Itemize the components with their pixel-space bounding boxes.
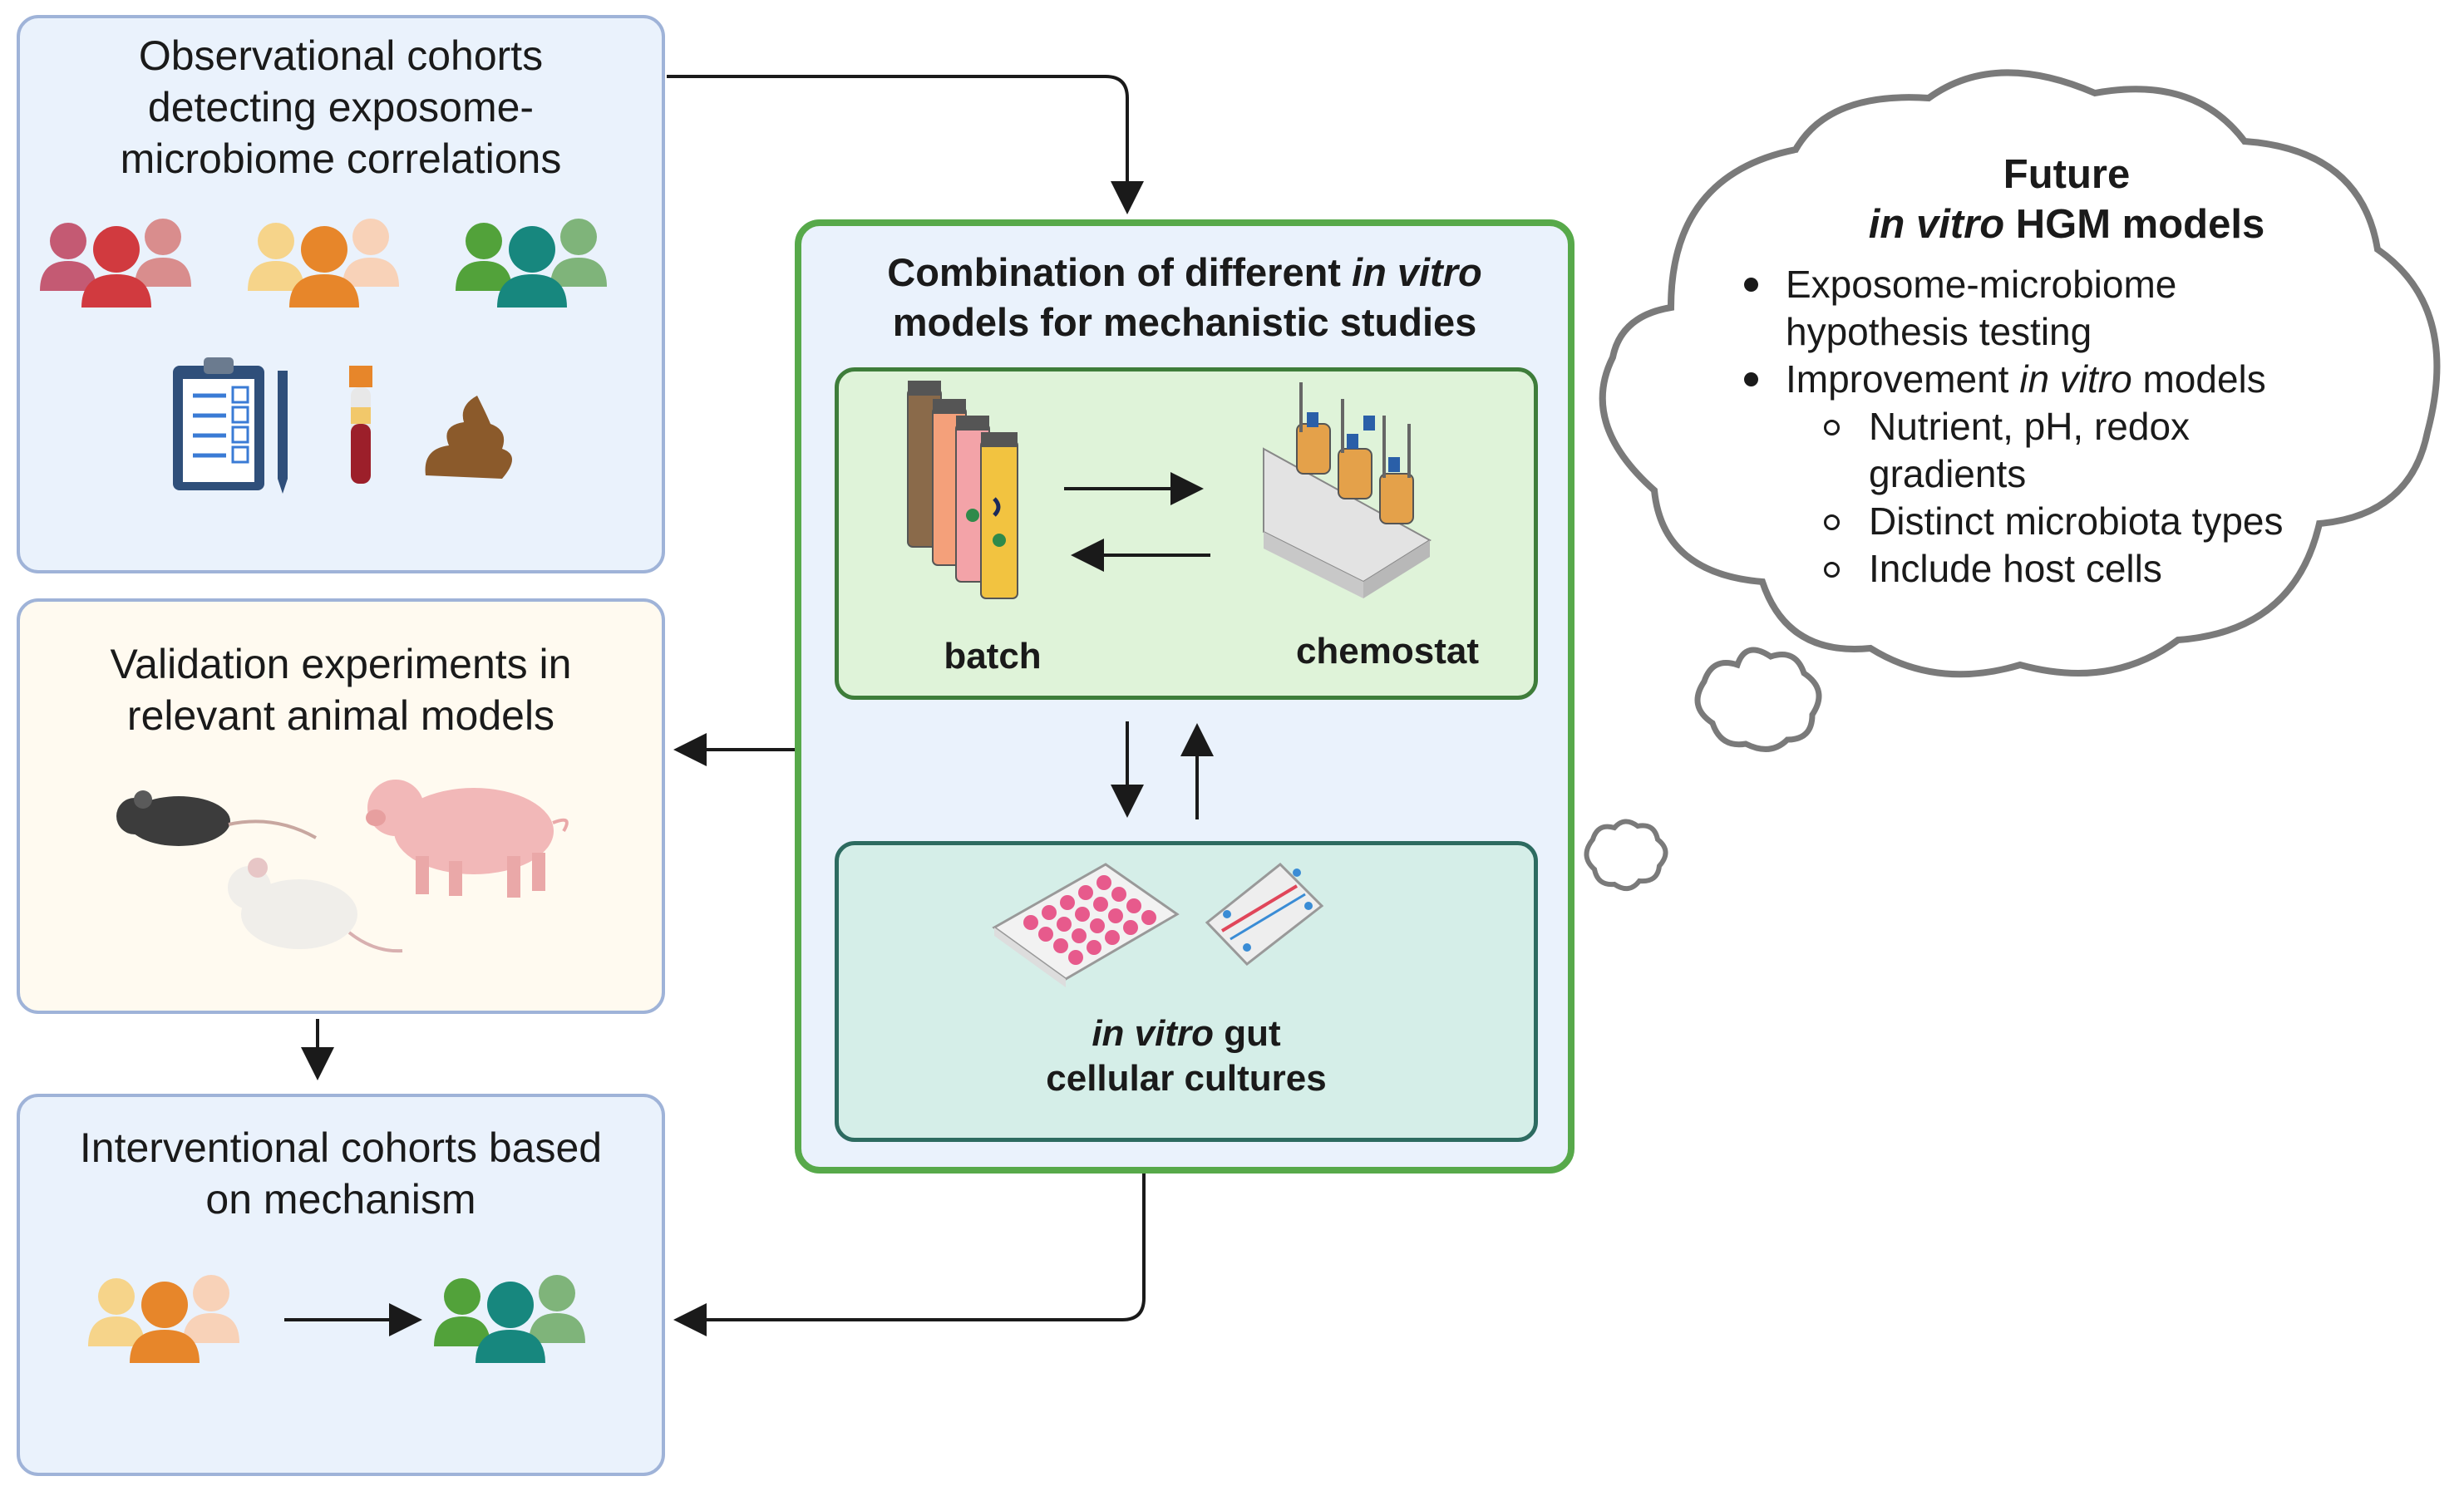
thought-cloud-shape: [1599, 69, 2441, 678]
arrow-observational-to-center: [667, 75, 1144, 214]
people-group-green-small-icon: [434, 1275, 585, 1363]
batch-tubes-icon: [907, 381, 1018, 599]
thought-bubble-small: [1584, 819, 1668, 892]
rat-icon: [228, 858, 403, 953]
future-models-title: Future in vitro HGM models: [1868, 152, 2265, 247]
blood-tube-icon: [349, 366, 372, 484]
sub-bullet-gradients: Nutrient, pH, redox gradients: [1726, 403, 2218, 498]
bullet-hypothesis-testing: Exposome-microbiome hypothesis testing: [1726, 261, 2251, 356]
future-models-text: Future in vitro HGM models Exposome-micr…: [1726, 150, 2407, 593]
chemostat-label: chemostat: [1295, 631, 1480, 672]
observational-cohorts-title: Observational cohorts detecting exposome…: [120, 32, 562, 182]
people-group-orange-icon: [248, 219, 399, 308]
pig-icon: [366, 780, 569, 898]
bullet-improvement-models: Improvement in vitro models: [1726, 356, 2407, 403]
people-group-red-icon: [40, 219, 191, 308]
cellular-cultures-label: in vitro gut cellular cultures: [1046, 1013, 1327, 1099]
mouse-icon: [116, 790, 317, 846]
interventional-cohorts-title: Interventional cohorts based on mechanis…: [79, 1124, 603, 1223]
in-vitro-models-title: Combination of different in vitro models…: [887, 250, 1482, 344]
validation-experiments-title: Validation experiments in relevant anima…: [110, 641, 572, 739]
pen-icon: [278, 371, 288, 494]
chemostat-icon: [1263, 382, 1432, 598]
clipboard-icon: [173, 357, 264, 490]
sub-bullet-host-cells: Include host cells: [1726, 545, 2407, 593]
sub-bullet-microbiota-types: Distinct microbiota types: [1726, 498, 2407, 545]
well-plate-icon: [992, 863, 1180, 987]
in-vitro-models-panel: Combination of different in vitro models…: [795, 219, 1574, 1174]
people-group-orange-small-icon: [88, 1275, 239, 1363]
arrow-center-to-interventional: [673, 1174, 1146, 1336]
gut-chip-icon: [1205, 862, 1324, 967]
thought-bubble-large: [1694, 647, 1822, 752]
people-group-teal-icon: [456, 219, 607, 308]
stool-icon: [425, 396, 512, 479]
batch-label: batch: [944, 636, 1042, 677]
cellular-cultures-box: in vitro gut cellular cultures: [835, 841, 1538, 1142]
